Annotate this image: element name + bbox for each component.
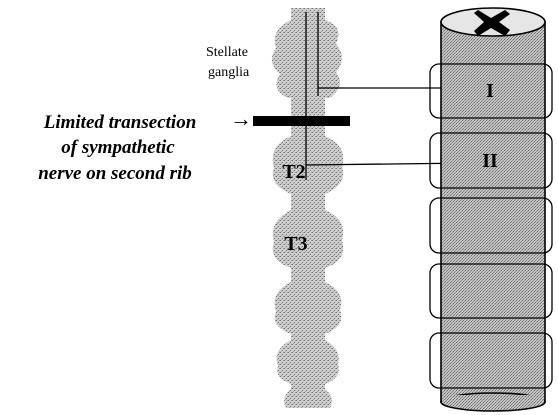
ganglion-label-t2: T2 (282, 161, 305, 183)
ganglion-t5 (277, 340, 339, 384)
segment-label-1: I (486, 80, 494, 102)
transection-label-line2: of sympathetic (61, 137, 175, 158)
ganglion-label-t3: T3 (284, 233, 307, 255)
transection-label-line1: Limited transection (43, 112, 197, 133)
transection-label-line3: nerve on second rib (38, 163, 192, 184)
segment-label-2: II (482, 150, 498, 172)
stellate-ganglion (272, 20, 342, 98)
spinal-cord-cover (442, 395, 544, 402)
ganglion-t6 (284, 388, 332, 408)
spinal-cord-body (441, 22, 545, 402)
sympathetic-chain: T2 T3 (253, 8, 350, 408)
spinal-cord: I II (430, 8, 552, 411)
stellate-label-line1: Stellate (206, 45, 248, 60)
transection-bar (253, 116, 350, 126)
stellate-label-line2: ganglia (208, 65, 250, 80)
pointer-arrow: → (230, 106, 252, 131)
ganglion-t3 (273, 210, 343, 268)
ganglion-t4 (275, 282, 342, 334)
